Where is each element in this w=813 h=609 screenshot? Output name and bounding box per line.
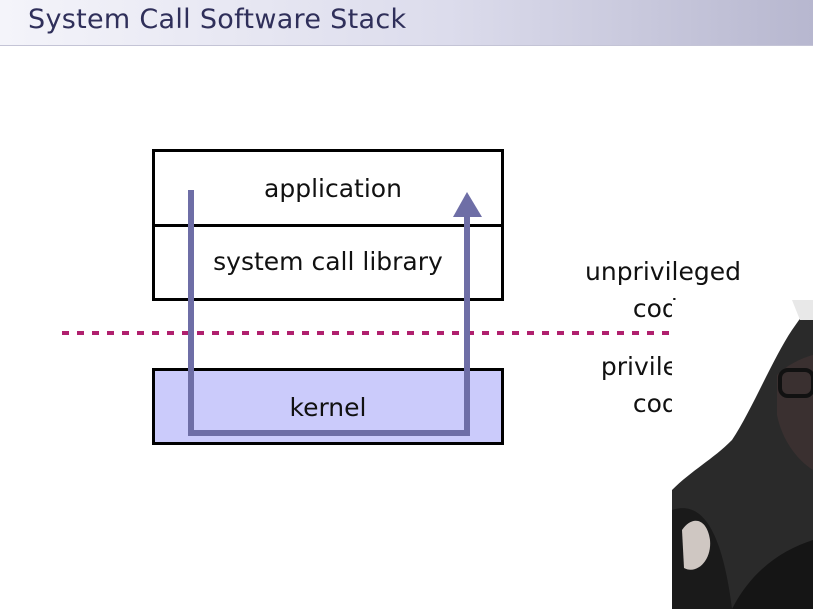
presenter-webcam-overlay [672, 300, 813, 609]
arrowhead [453, 192, 482, 217]
presenter-image [672, 300, 813, 609]
syscall-path [188, 190, 470, 436]
slide-title-bar: System Call Software Stack [0, 0, 813, 46]
slide-title: System Call Software Stack [28, 4, 407, 35]
system-call-library-layer: system call library [152, 224, 504, 301]
unprivileged-code-label: unprivileged code [563, 253, 763, 327]
system-call-library-label: system call library [213, 247, 443, 276]
application-label: application [264, 174, 402, 203]
unprivileged-line1: unprivileged [585, 257, 741, 286]
kernel-label: kernel [289, 393, 367, 422]
